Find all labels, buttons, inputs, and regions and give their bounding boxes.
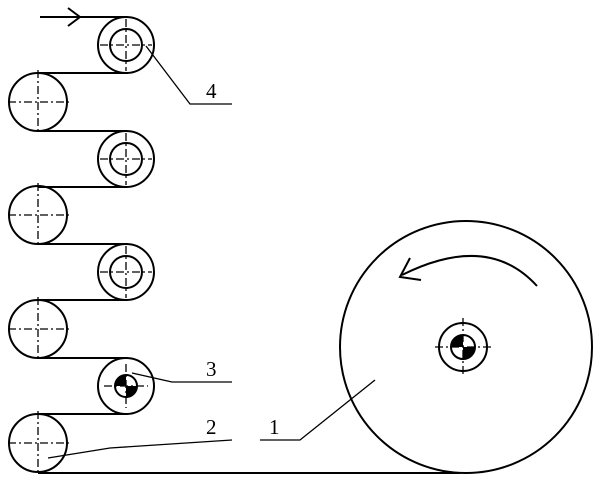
top-guide-roller [97, 16, 155, 74]
label-lower-left-roller: 2 [206, 415, 217, 439]
web-path [38, 16, 460, 474]
lower-left-roller [8, 411, 70, 475]
feed-arrow [40, 7, 82, 27]
label-main-roll: 1 [269, 415, 280, 439]
label-driven-roller: 3 [206, 357, 217, 381]
label-top-guide-roller: 4 [206, 79, 217, 103]
guide-roller-2 [97, 130, 155, 188]
leader-lines [47, 45, 376, 459]
guide-roller-3 [97, 243, 155, 301]
main-roll [339, 220, 593, 474]
rotation-arrow [398, 254, 538, 287]
left-roller-2 [8, 183, 70, 247]
left-roller-1 [8, 70, 70, 134]
left-roller-3 [8, 297, 70, 361]
driven-roller [97, 357, 155, 415]
